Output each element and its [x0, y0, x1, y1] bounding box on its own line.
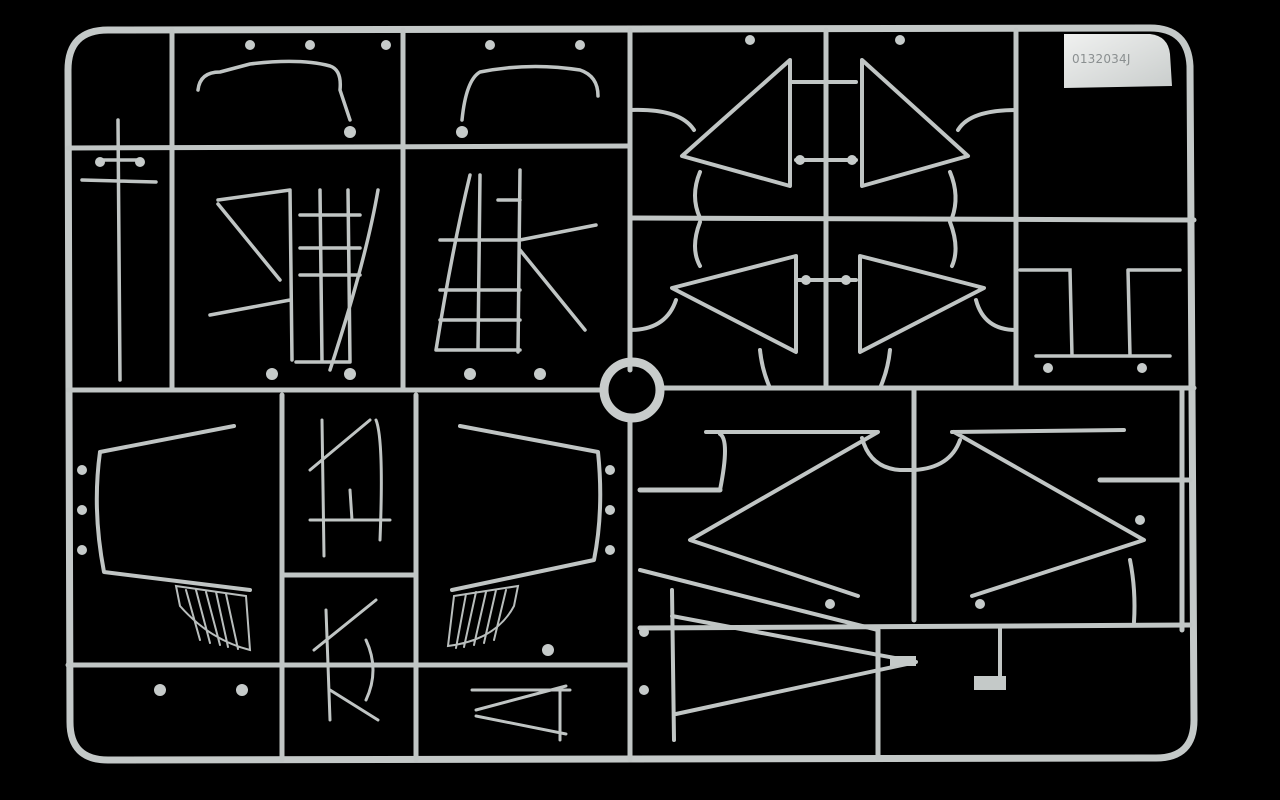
panel-left [94, 424, 252, 592]
part-number-label: 0132034J [1072, 52, 1131, 66]
center-ring [599, 357, 665, 423]
large-triangle-1 [688, 430, 880, 598]
interior-frame-left [208, 188, 380, 372]
small-strut-center-bottom [312, 598, 380, 722]
small-block-part [974, 676, 1006, 690]
part-number-tag: 0132034J [1064, 34, 1172, 88]
small-strut-center-top [308, 418, 392, 558]
sprue-frame [64, 24, 1198, 764]
panel-right [450, 424, 603, 592]
small-tab-part [890, 656, 916, 666]
large-triangle-2 [950, 428, 1146, 598]
mast-part [80, 118, 158, 382]
small-strut-center-lower [470, 684, 572, 742]
grille-part-left [174, 584, 252, 652]
triangle-frame-3 [670, 254, 798, 354]
bracket-part-right [460, 64, 600, 122]
triangle-frame-1 [680, 58, 792, 188]
triangle-frame-4 [858, 254, 986, 354]
small-strut-right [1018, 268, 1182, 358]
bracket-part-left [196, 59, 352, 122]
triangle-frame-2 [860, 58, 970, 188]
interior-frame-right [434, 168, 598, 354]
grille-part-right [446, 584, 520, 649]
